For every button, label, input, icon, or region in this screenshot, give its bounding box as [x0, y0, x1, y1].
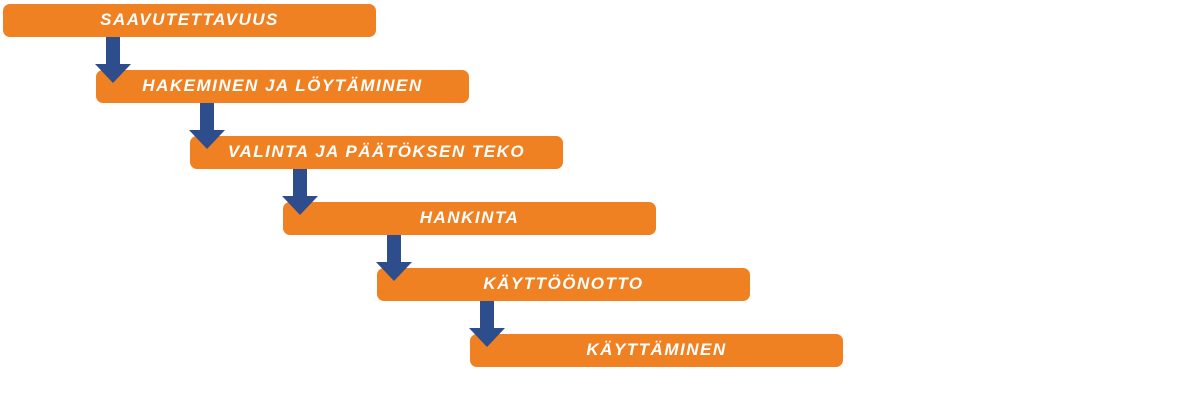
- step-label: KÄYTTÄMINEN: [586, 339, 727, 359]
- step-label: HAKEMINEN JA LÖYTÄMINEN: [142, 75, 423, 95]
- step-label: SAAVUTETTAVUUS: [100, 9, 279, 29]
- step-box-valinta-ja-paatoksen-teko: VALINTA JA PÄÄTÖKSEN TEKO: [187, 133, 566, 172]
- step-label: HANKINTA: [419, 207, 520, 227]
- step-box-hakeminen-ja-loytaminen: HAKEMINEN JA LÖYTÄMINEN: [93, 67, 472, 106]
- arrow-down-icon: [189, 103, 225, 149]
- step-label: VALINTA JA PÄÄTÖKSEN TEKO: [227, 141, 526, 161]
- step-box-hankinta: HANKINTA: [280, 199, 659, 238]
- arrow-down-icon: [282, 169, 318, 215]
- step-box-saavutettavuus: SAAVUTETTAVUUS: [0, 1, 379, 40]
- step-box-kayttoonotto: KÄYTTÖÖNOTTO: [374, 265, 753, 304]
- step-box-kayttaminen: KÄYTTÄMINEN: [467, 331, 846, 370]
- arrow-down-icon: [469, 301, 505, 347]
- step-label: KÄYTTÖÖNOTTO: [483, 273, 644, 293]
- arrow-down-icon: [95, 37, 131, 83]
- arrow-down-icon: [376, 235, 412, 281]
